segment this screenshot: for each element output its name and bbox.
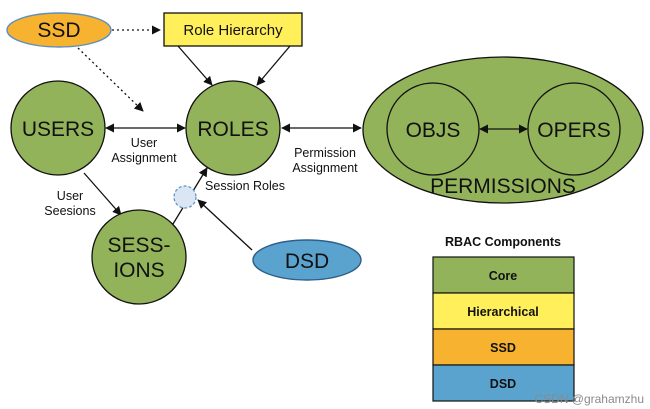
permissions-node-label: PERMISSIONS: [430, 175, 576, 198]
opers-node-shape: [527, 82, 621, 176]
user-sessions-label-line2: Seesions: [44, 204, 95, 218]
dsd-node-label: DSD: [285, 250, 329, 273]
hierarchy-to-roles-edge-right: [256, 45, 291, 86]
role-hierarchy-node-label: Role Hierarchy: [183, 22, 283, 39]
permissions-node: OBJS OPERS PERMISSIONS: [362, 56, 644, 204]
user-sessions-label-line1: User: [57, 189, 83, 203]
objs-node-shape: [386, 82, 480, 176]
sessions-node-shape: [91, 209, 187, 305]
legend-label-ssd: SSD: [490, 341, 516, 355]
user-assignment-label-line2: Assignment: [111, 151, 177, 165]
ssd-node-shape: [6, 12, 112, 48]
users-node-label: USERS: [22, 118, 94, 141]
edges: [77, 25, 362, 251]
ssd-node-label: SSD: [37, 19, 80, 42]
dsd-node-shape: [252, 239, 362, 281]
users-node-shape: [10, 80, 106, 176]
edge-labels: User Assignment Permission Assignment Us…: [44, 136, 358, 218]
legend-label-dsd: DSD: [490, 377, 516, 391]
roles-node: ROLES: [185, 80, 281, 176]
legend-swatch-dsd: [432, 364, 575, 402]
dsd-node: DSD: [252, 239, 362, 281]
users-node: USERS: [10, 80, 106, 176]
watermark: CSDN @grahamzhu: [534, 392, 644, 406]
opers-node-label: OPERS: [537, 119, 611, 142]
role-hierarchy-node: Role Hierarchy: [163, 12, 303, 47]
sessions-node-label-line1: SESS-: [107, 234, 170, 257]
user-assignment-label-line1: User: [131, 136, 157, 150]
session-roles-label: Session Roles: [205, 179, 285, 193]
ssd-node: SSD: [6, 12, 112, 48]
legend-label-core: Core: [489, 269, 518, 283]
legend: RBAC Components Core Hierarchical SSD DS…: [432, 235, 575, 402]
sessions-node: SESS- IONS: [91, 209, 187, 305]
dsd-to-session-roles-edge: [197, 199, 253, 251]
legend-title: RBAC Components: [445, 235, 561, 249]
users-to-sessions-edge: [83, 172, 122, 216]
ssd-to-user-assignment-edge: [77, 47, 144, 112]
session-roles-marker: [173, 185, 197, 209]
legend-label-hierarchical: Hierarchical: [467, 305, 539, 319]
legend-swatch-ssd: [432, 328, 575, 366]
roles-node-label: ROLES: [197, 118, 268, 141]
permission-assignment-label-line2: Assignment: [292, 161, 358, 175]
hierarchy-to-roles-edge-left: [177, 45, 213, 86]
permission-assignment-label-line1: Permission: [294, 146, 356, 160]
roles-node-shape: [185, 80, 281, 176]
legend-swatch-hierarchical: [432, 292, 575, 330]
sessions-node-label-line2: IONS: [113, 259, 164, 282]
objs-node-label: OBJS: [406, 119, 461, 142]
role-hierarchy-node-shape: [163, 12, 303, 47]
